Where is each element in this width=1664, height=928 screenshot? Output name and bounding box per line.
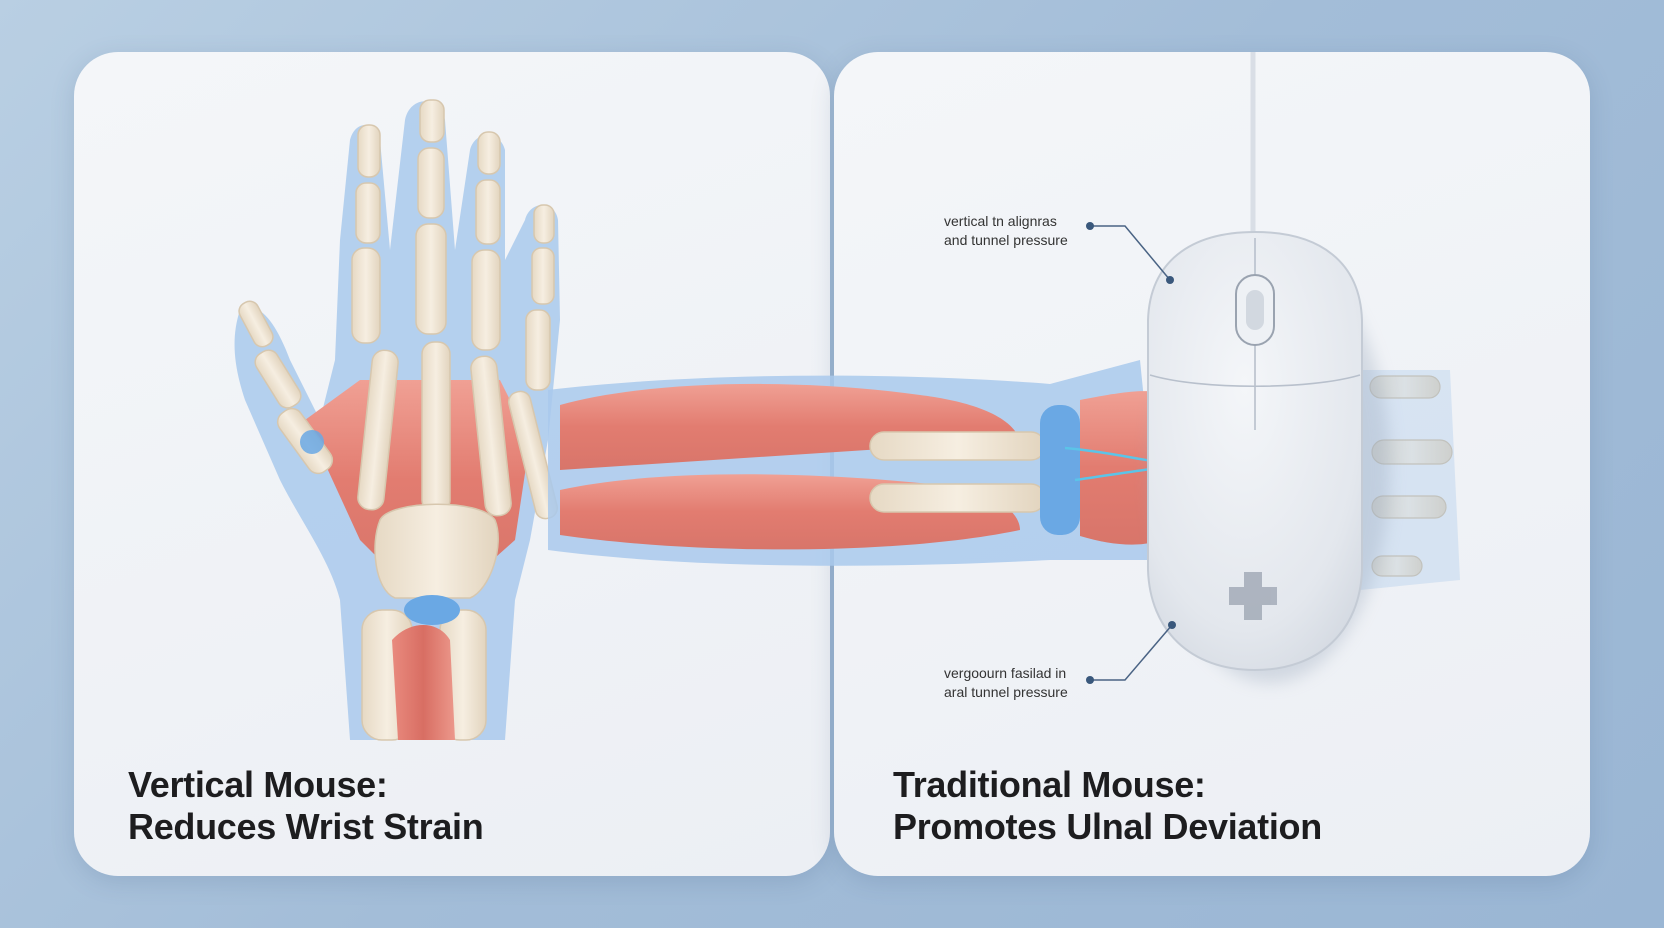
annotation-top: vertical tn alignras and tunnel pressure	[944, 212, 1068, 250]
mouse-illustration	[1086, 52, 1460, 684]
annotation-leaders	[1090, 225, 1173, 681]
medical-cross-icon	[1229, 572, 1277, 620]
annotation-top-line2: and tunnel pressure	[944, 232, 1068, 248]
traditional-mouse-title: Traditional Mouse:	[893, 764, 1206, 805]
mouse-body	[1147, 230, 1363, 672]
traditional-mouse-subtitle: Promotes Ulnal Deviation	[893, 806, 1322, 847]
traditional-mouse-caption: Traditional Mouse: Promotes Ulnal Deviat…	[893, 764, 1322, 848]
forearm-illustration	[548, 360, 1161, 566]
annotation-bottom-line2: aral tunnel pressure	[944, 684, 1068, 700]
vertical-mouse-caption: Vertical Mouse: Reduces Wrist Strain	[128, 764, 484, 848]
vertical-mouse-subtitle: Reduces Wrist Strain	[128, 806, 484, 847]
hand-skeleton-illustration	[234, 99, 561, 741]
annotation-bottom: vergoourn fasilad in aral tunnel pressur…	[944, 664, 1068, 702]
forearm-muscle	[392, 625, 455, 740]
annotation-bottom-line1: vergoourn fasilad in	[944, 665, 1067, 681]
annotation-top-line1: vertical tn alignras	[944, 213, 1057, 229]
vertical-mouse-title: Vertical Mouse:	[128, 764, 388, 805]
wrist-cartilage	[404, 595, 460, 625]
